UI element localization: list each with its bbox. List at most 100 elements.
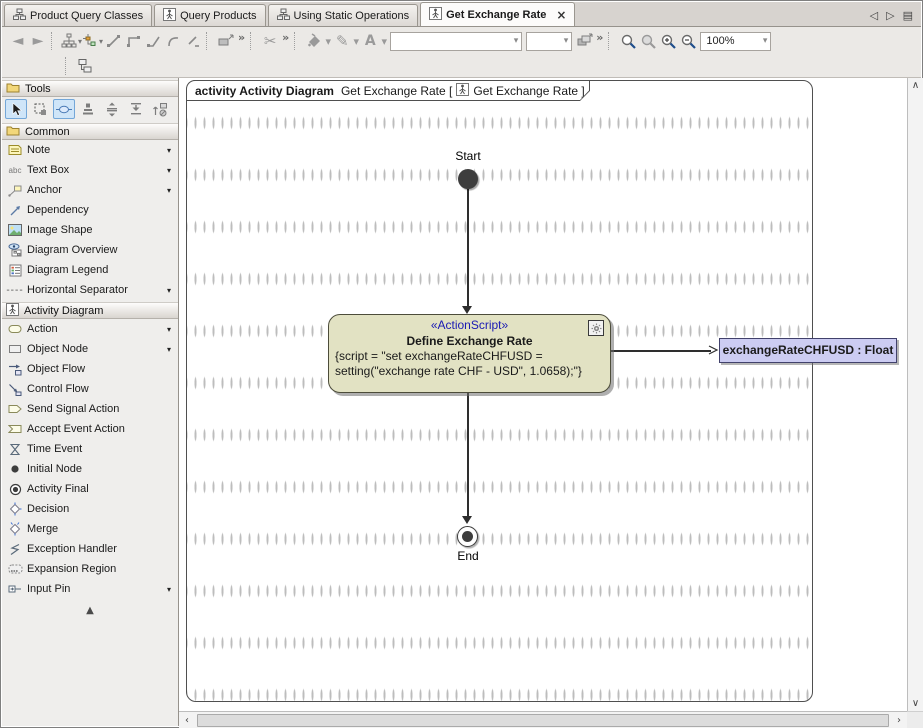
palette-item-send-signal-action[interactable]: Send Signal Action [2, 399, 178, 419]
chevron-down-icon[interactable]: ▾ [166, 145, 171, 155]
diagram-canvas[interactable]: activity Activity Diagram Get Exchange R… [179, 78, 923, 728]
palette-item-text-box[interactable]: abc Text Box ▾ [2, 160, 178, 180]
palette-item-diagram-overview[interactable]: Diagram Overview [2, 240, 178, 260]
chevron-more-icon[interactable]: » [238, 30, 246, 44]
font-size-select[interactable]: ▾ [526, 31, 573, 51]
tab-get-exchange-rate[interactable]: Get Exchange Rate × [420, 2, 576, 26]
chevron-down-icon[interactable]: ▾ [166, 344, 171, 354]
control-flow-edge[interactable] [467, 393, 469, 517]
move-shape-button[interactable] [216, 30, 236, 52]
add-element-button[interactable]: ▾ [82, 30, 103, 52]
scroll-up-icon[interactable]: ∧ [911, 80, 920, 91]
horizontal-scrollbar[interactable]: ‹ › [179, 711, 907, 728]
palette-section-common[interactable]: Common [2, 123, 178, 140]
palette-item-control-flow[interactable]: Control Flow [2, 379, 178, 399]
palette-item-accept-event-action[interactable]: Accept Event Action [2, 419, 178, 439]
distribute-vertical-tool-button[interactable] [101, 99, 123, 119]
layout-tree-button[interactable]: ▾ [61, 30, 82, 52]
tab-scroll-left-icon[interactable]: ◁ [869, 9, 879, 22]
zoom-in-button[interactable] [658, 30, 678, 52]
vertical-scrollbar[interactable]: ∧ ∨ [907, 78, 923, 711]
align-vertical-tool-button[interactable] [125, 99, 147, 119]
chevron-down-icon[interactable]: ▾ [166, 165, 171, 175]
palette-section-activity-diagram[interactable]: Activity Diagram [2, 302, 178, 319]
zoom-out-button[interactable] [678, 30, 698, 52]
path-rectilinear-button[interactable] [123, 30, 143, 52]
scroll-right-icon[interactable]: › [897, 714, 901, 726]
palette-item-initial-node[interactable]: Initial Node [2, 459, 178, 479]
palette-item-horizontal-separator[interactable]: ---- Horizontal Separator ▾ [2, 280, 178, 300]
zoom-fit-button[interactable] [638, 30, 658, 52]
tab-product-query-classes[interactable]: Product Query Classes [4, 4, 153, 26]
palette-item-decision[interactable]: Decision [2, 499, 178, 519]
chevron-down-icon[interactable]: ▾ [166, 285, 171, 295]
back-button[interactable]: ◄ [12, 33, 24, 49]
script-gear-icon[interactable] [588, 320, 604, 336]
palette-item-anchor[interactable]: Anchor ▾ [2, 180, 178, 200]
tab-query-products[interactable]: Query Products [154, 4, 266, 26]
chevron-down-icon[interactable]: ▾ [353, 34, 360, 48]
palette-item-action[interactable]: Action ▾ [2, 319, 178, 339]
path-spline-button[interactable] [183, 30, 203, 52]
scroll-left-icon[interactable]: ‹ [185, 714, 189, 726]
initial-node[interactable] [458, 169, 478, 189]
palette-item-expansion-region[interactable]: Expansion Region [2, 559, 178, 579]
object-node-exchange-rate[interactable]: exchangeRateCHFUSD : Float [719, 338, 897, 363]
chevron-more-icon[interactable]: » [282, 30, 290, 44]
send-signal-action-icon [6, 403, 24, 415]
cut-button[interactable]: ✂ [263, 32, 277, 50]
zoom-level-select[interactable]: 100% ▾ [700, 31, 772, 51]
control-flow-edge[interactable] [467, 189, 469, 307]
chevron-down-icon[interactable]: ▾ [166, 324, 171, 334]
palette-item-note[interactable]: Note ▾ [2, 140, 178, 160]
path-straight-button[interactable] [103, 30, 123, 52]
font-button[interactable]: A [364, 33, 376, 49]
tab-using-static-operations[interactable]: Using Static Operations [267, 4, 419, 26]
action-node-define-exchange-rate[interactable]: «ActionScript» Define Exchange Rate {scr… [328, 314, 611, 393]
zoom-select-button[interactable] [618, 30, 638, 52]
show-containment-button[interactable] [75, 55, 95, 77]
palette-section-tools[interactable]: Tools [2, 80, 178, 97]
group-select-tool-button[interactable] [29, 99, 51, 119]
palette-scroll-up-icon[interactable]: ▲ [86, 605, 94, 616]
tab-scroll-right-icon[interactable]: ▷ [886, 9, 895, 22]
path-oblique-button[interactable] [143, 30, 163, 52]
activity-diagram-icon [163, 7, 177, 24]
chevron-more-icon[interactable]: » [596, 30, 604, 44]
chevron-down-icon[interactable]: ▾ [381, 34, 388, 48]
close-icon[interactable]: × [556, 7, 567, 22]
object-node-icon [6, 343, 24, 355]
palette-item-time-event[interactable]: Time Event [2, 439, 178, 459]
style-select[interactable]: ▾ [390, 31, 523, 51]
select-tool-button[interactable] [5, 99, 27, 119]
palette-item-diagram-legend[interactable]: Diagram Legend [2, 260, 178, 280]
forward-button[interactable]: ► [32, 33, 44, 49]
bring-forward-button[interactable] [574, 30, 594, 52]
line-color-button[interactable]: ✎ [335, 32, 349, 50]
palette-item-activity-final[interactable]: Activity Final [2, 479, 178, 499]
chevron-down-icon[interactable]: ▾ [166, 584, 171, 594]
palette-item-object-node[interactable]: Object Node ▾ [2, 339, 178, 359]
palette-item-object-flow[interactable]: Object Flow [2, 359, 178, 379]
stamp-tool-button[interactable] [77, 99, 99, 119]
object-flow-edge[interactable] [611, 350, 711, 352]
path-curved-button[interactable] [163, 30, 183, 52]
chevron-down-icon[interactable]: ▾ [325, 34, 332, 48]
palette-item-dependency[interactable]: Dependency [2, 200, 178, 220]
swap-view-tool-button[interactable] [149, 99, 171, 119]
tab-list-icon[interactable]: ▤ [902, 9, 913, 22]
activity-final-node[interactable] [457, 526, 478, 547]
palette-item-input-pin[interactable]: Input Pin ▾ [2, 579, 178, 599]
palette-item-label: Anchor [27, 184, 62, 196]
start-node-label: Start [455, 149, 481, 163]
fill-color-button[interactable] [304, 30, 324, 52]
palette-item-image-shape[interactable]: Image Shape [2, 220, 178, 240]
scrollbar-thumb[interactable] [197, 713, 889, 727]
frame-header[interactable]: activity Activity Diagram Get Exchange R… [186, 80, 590, 101]
palette-item-exception-handler[interactable]: Exception Handler [2, 539, 178, 559]
palette-item-merge[interactable]: Merge [2, 519, 178, 539]
scroll-down-icon[interactable]: ∨ [911, 698, 920, 709]
connector-tool-button[interactable] [53, 99, 75, 119]
chevron-down-icon[interactable]: ▾ [166, 185, 171, 195]
decision-icon [6, 502, 24, 516]
